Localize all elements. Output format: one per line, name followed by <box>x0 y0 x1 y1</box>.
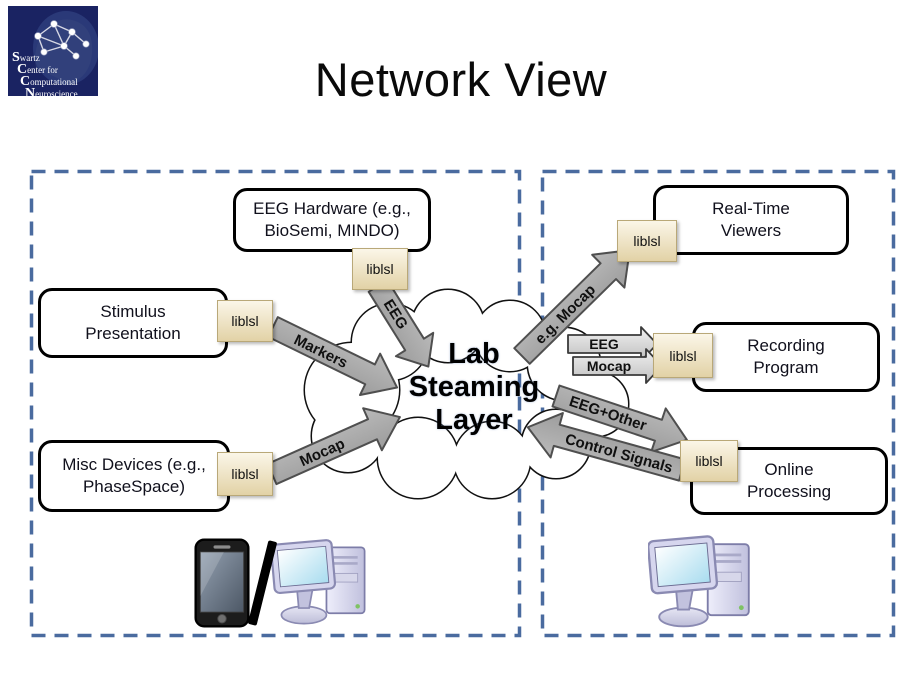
liblsl-tag-stimulus: liblsl <box>217 300 273 342</box>
eg-mocap-arrow <box>513 249 631 365</box>
page-title: Network View <box>314 53 608 106</box>
desktop-computer-icon <box>647 535 750 628</box>
liblsl-tag-misc-devices: liblsl <box>217 452 273 496</box>
logo-word-swartz: Swartz <box>12 50 40 65</box>
markers-arrow <box>267 316 399 397</box>
eeg-inbound-arrow <box>367 279 435 368</box>
liblsl-tag-recording: liblsl <box>653 333 713 378</box>
cloud-line-3: Layer <box>435 404 513 436</box>
acquisition-group-dashed-box <box>29 169 522 638</box>
logo-word-center: Center for <box>17 62 58 77</box>
recording-program-box: Recording Program <box>692 322 880 392</box>
eeg-hardware-box: EEG Hardware (e.g., BioSemi, MINDO) <box>233 188 431 252</box>
cloud-line-2: Steaming <box>408 371 540 403</box>
liblsl-tag-realtime-viewers: liblsl <box>617 220 677 262</box>
consumer-group-dashed-box <box>540 169 896 638</box>
sccn-brain-logo: Swartz Center for Computational Neurosci… <box>8 6 98 96</box>
liblsl-tag-eeg-hardware: liblsl <box>352 248 408 290</box>
realtime-viewers-box: Real-Time Viewers <box>653 185 849 255</box>
logo-word-computational: Computational <box>20 74 78 89</box>
eeg-other-arrow <box>551 384 688 454</box>
stimulus-presentation-box: Stimulus Presentation <box>38 288 228 358</box>
eeg-recording-arrow-label: EEG <box>589 336 619 352</box>
desktop-computer-icon <box>271 539 366 625</box>
consumer-device-icons <box>647 532 760 637</box>
cloud-line-1: Lab <box>448 338 500 370</box>
lab-streaming-layer-label: Lab Steaming Layer <box>374 338 574 437</box>
mocap-recording-arrow-label: Mocap <box>587 358 631 374</box>
control-signals-arrow <box>526 412 686 482</box>
acquisition-device-icons <box>190 535 375 630</box>
smartphone-icon <box>194 538 250 627</box>
misc-devices-box: Misc Devices (e.g., PhaseSpace) <box>38 440 230 512</box>
liblsl-tag-online-processing: liblsl <box>680 440 738 482</box>
logo-word-neuroscience: Neuroscience <box>25 86 78 97</box>
mocap-inbound-arrow <box>266 407 401 486</box>
logo-brain-network <box>33 11 98 85</box>
